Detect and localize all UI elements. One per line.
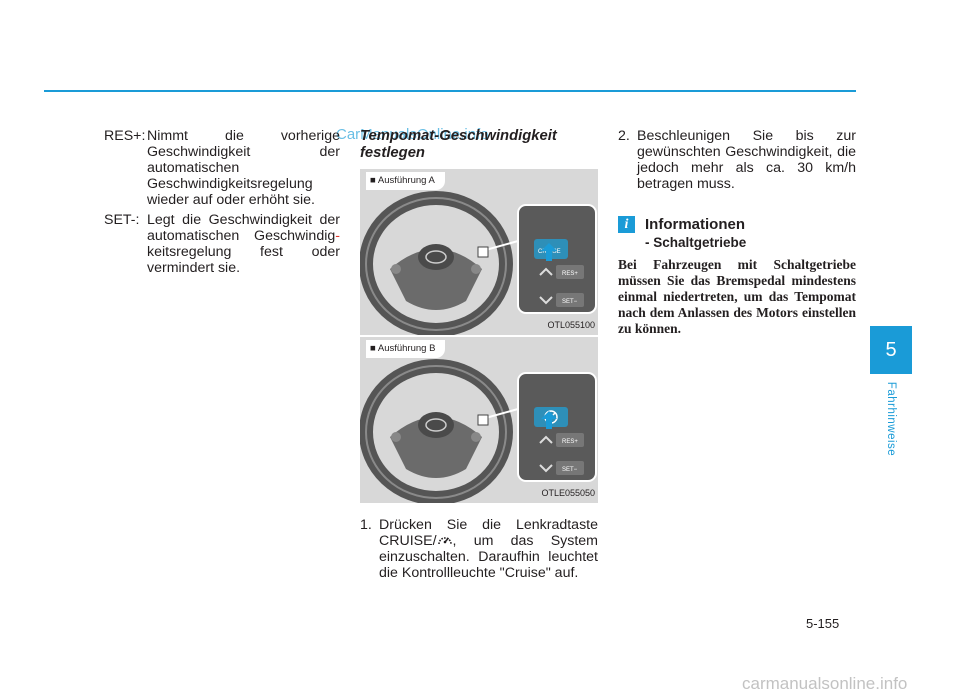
svg-text:RES+: RES+ [562,271,578,277]
svg-text:SET−: SET− [562,467,578,473]
step-1: 1. Drücken Sie die Lenkradtaste CRUISE/,… [360,517,598,581]
svg-text:RES+: RES+ [562,439,578,445]
res-text: Nimmt die vorherige Geschwindigkeit der … [147,128,340,208]
figure-a-code: OTL055100 [547,320,595,330]
step-1-text-part-b: , um das System einzuschalten. Daraufhin… [379,533,598,581]
svg-text:SET−: SET− [562,299,578,305]
set-text-part-a: Legt die Geschwindigkeit der automatisch… [147,212,340,244]
cruise-speedometer-icon [437,537,452,545]
step-2: 2. Beschleunigen Sie bis zur gewünschten… [618,128,856,192]
middle-column: Tempomat-Geschwindigkeit festlegen CRUIS… [360,128,598,581]
res-definition: RES+: Nimmt die vorherige Geschwindigkei… [104,128,340,208]
set-definition: SET-: Legt die Geschwindigkeit der autom… [104,212,340,276]
header-rule [44,90,856,92]
step-1-text: Drücken Sie die Lenkradtaste CRUISE/, um… [379,517,598,581]
set-term: SET-: [104,212,140,228]
step-2-number: 2. [618,128,630,144]
set-text: Legt die Geschwindigkeit der automatisch… [147,212,340,276]
figure-a: CRUISE RES+ SET− ■ Ausführung A OTL05510… [360,169,598,335]
watermark-top: CarManualsOnline.info [336,126,489,143]
figure-b: RES+ SET− ■ Ausführung B OTLE055050 [360,337,598,503]
chapter-label-text: Fahrhinweise [885,381,897,457]
info-body: Bei Fahrzeugen mit Schaltgetriebe müssen… [618,257,856,336]
set-text-hyphen: - [335,228,340,244]
figure-b-code: OTLE055050 [541,488,595,498]
step-1-number: 1. [360,517,372,533]
steering-wheel-a-illustration: CRUISE RES+ SET− [360,169,598,335]
figure-a-label: ■ Ausführung A [366,172,445,190]
chapter-tab: 5 [870,326,912,374]
steering-wheel-b-illustration: RES+ SET− [360,337,598,503]
info-icon: i [618,216,635,233]
step-2-text: Beschleunigen Sie bis zur gewünschten Ge… [637,128,856,192]
page-number: 5-155 [806,616,840,631]
res-term: RES+: [104,128,146,144]
set-text-part-b: keitsregelung fest oder vermindert sie. [147,244,340,276]
chapter-label: Fahrhinweise [878,380,904,458]
info-title: Informationen [645,215,745,233]
section-title: Tempomat-Geschwindigkeit festlegen [360,128,557,161]
info-subtitle: - Schaltgetriebe [645,235,747,250]
left-column: RES+: Nimmt die vorherige Geschwindigkei… [104,128,340,280]
info-header: i Informationen [618,216,856,233]
right-column: 2. Beschleunigen Sie bis zur gewünschten… [618,128,856,337]
watermark-bottom: carmanualsonline.info [742,674,908,693]
figure-b-label: ■ Ausführung B [366,340,446,358]
step-1-text-part-a: Drücken Sie die Lenkradtaste CRUISE/ [379,517,598,549]
